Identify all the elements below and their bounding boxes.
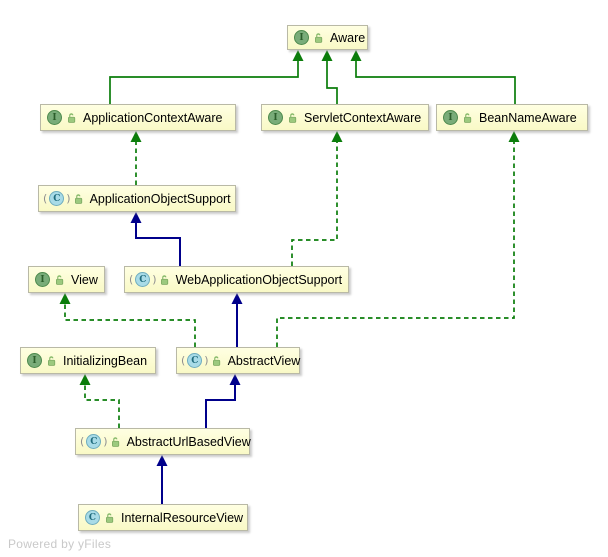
node-label: View — [71, 272, 98, 287]
node-label: Aware — [330, 30, 366, 45]
edge-abstract-url-based-view-to-abstract-view — [205, 374, 241, 428]
abstract-paren: ) — [66, 192, 71, 205]
generalization-arrowhead — [231, 293, 243, 304]
edge-abstract-view-to-bean-name-aware — [276, 131, 520, 347]
generalization-arrowhead — [350, 50, 362, 61]
abstract-paren: ( — [181, 354, 186, 367]
interface-icon: I — [35, 272, 50, 287]
public-lock-icon — [211, 355, 222, 367]
node-bean-name-aware[interactable]: I BeanNameAware — [436, 104, 588, 131]
node-label: ApplicationContextAware — [83, 110, 223, 125]
generalization-arrowhead — [229, 374, 241, 385]
node-internal-resource-view[interactable]: C InternalResourceView — [78, 504, 248, 531]
abstract-paren: ( — [43, 192, 48, 205]
realization-arrowhead — [130, 131, 142, 142]
node-initializing-bean[interactable]: I InitializingBean — [20, 347, 156, 374]
realization-arrowhead — [331, 131, 343, 142]
abstract-paren: ) — [204, 354, 209, 367]
public-lock-icon — [313, 32, 324, 44]
edge-web-application-object-support-to-application-object-support — [130, 212, 181, 266]
public-lock-icon — [159, 274, 170, 286]
class-icon: C — [187, 353, 203, 368]
powered-by-label: Powered by yFiles — [8, 537, 112, 551]
edge-abstract-view-to-web-application-object-support — [231, 293, 243, 347]
generalization-arrowhead — [321, 50, 333, 61]
interface-icon: I — [443, 110, 458, 125]
interface-icon: I — [268, 110, 283, 125]
edge-abstract-view-to-view — [59, 293, 196, 347]
node-label: AbstractUrlBasedView — [126, 434, 251, 449]
generalization-arrowhead — [292, 50, 304, 61]
node-abstract-url-based-view[interactable]: (C) AbstractUrlBasedView — [75, 428, 251, 455]
class-icon: C — [85, 510, 100, 525]
node-web-application-object-support[interactable]: (C) WebApplicationObjectSupport — [124, 266, 349, 293]
class-icon: C — [135, 272, 151, 287]
abstract-paren: ) — [103, 435, 108, 448]
public-lock-icon — [54, 274, 65, 286]
realization-arrowhead — [59, 293, 71, 304]
edge-application-context-aware-to-aware — [109, 50, 304, 104]
edge-servlet-context-aware-to-aware — [321, 50, 338, 104]
node-label: BeanNameAware — [479, 110, 577, 125]
node-label: InitializingBean — [63, 353, 148, 368]
edge-bean-name-aware-to-aware — [350, 50, 516, 104]
edge-abstract-url-based-view-to-initializing-bean — [79, 374, 120, 428]
node-label: ServletContextAware — [304, 110, 422, 125]
node-aware[interactable]: I Aware — [287, 25, 368, 50]
interface-icon: I — [294, 30, 309, 45]
interface-icon: I — [47, 110, 62, 125]
edge-internal-resource-view-to-abstract-url-based-view — [156, 455, 168, 504]
node-label: InternalResourceView — [121, 510, 244, 525]
realization-arrowhead — [508, 131, 520, 142]
class-icon: C — [49, 191, 65, 206]
node-application-object-support[interactable]: (C) ApplicationObjectSupport — [38, 185, 236, 212]
public-lock-icon — [110, 436, 121, 448]
node-label: WebApplicationObjectSupport — [175, 272, 343, 287]
realization-arrowhead — [79, 374, 91, 385]
abstract-paren: ) — [152, 273, 157, 286]
node-view[interactable]: I View — [28, 266, 105, 293]
edge-web-application-object-support-to-servlet-context-aware — [291, 131, 343, 266]
public-lock-icon — [66, 112, 77, 124]
node-label: ApplicationObjectSupport — [89, 191, 231, 206]
interface-icon: I — [27, 353, 42, 368]
abstract-paren: ( — [129, 273, 134, 286]
node-servlet-context-aware[interactable]: I ServletContextAware — [261, 104, 429, 131]
public-lock-icon — [287, 112, 298, 124]
abstract-paren: ( — [80, 435, 85, 448]
generalization-arrowhead — [156, 455, 168, 466]
public-lock-icon — [46, 355, 57, 367]
public-lock-icon — [462, 112, 473, 124]
node-label: AbstractView — [227, 353, 301, 368]
node-application-context-aware[interactable]: I ApplicationContextAware — [40, 104, 236, 131]
generalization-arrowhead — [130, 212, 142, 223]
public-lock-icon — [104, 512, 115, 524]
edge-application-object-support-to-application-context-aware — [130, 131, 142, 185]
node-abstract-view[interactable]: (C) AbstractView — [176, 347, 300, 374]
class-icon: C — [86, 434, 102, 449]
public-lock-icon — [73, 193, 84, 205]
